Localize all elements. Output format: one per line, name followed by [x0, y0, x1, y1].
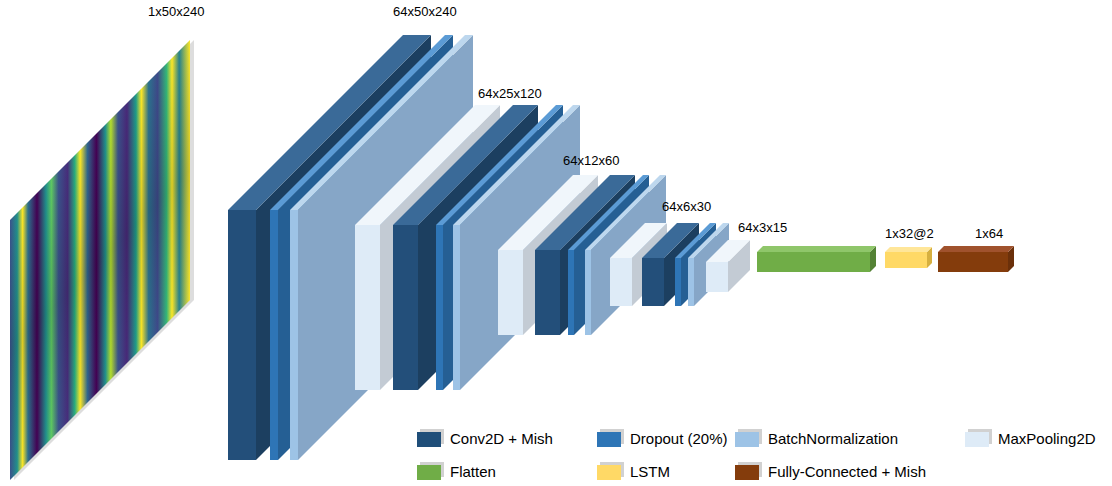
layer-front	[270, 210, 278, 460]
legend-text: BatchNormalization	[768, 430, 898, 448]
spectrogram-image	[10, 40, 190, 480]
legend-text: Conv2D + Mish	[450, 430, 553, 448]
layer-front	[642, 258, 664, 306]
legend-swatch	[965, 432, 989, 447]
legend-text: LSTM	[630, 463, 670, 481]
dimension-label: 64x50x240	[393, 4, 457, 19]
layer-front	[535, 250, 560, 335]
dimension-label: 64x3x15	[738, 220, 787, 235]
layer-front	[436, 225, 443, 390]
legend-swatch	[417, 432, 441, 447]
layer-front	[885, 252, 927, 268]
layer-front	[453, 225, 460, 390]
dimension-label: 1x64	[975, 226, 1003, 241]
layer-front	[393, 225, 418, 390]
dimension-label: 1x50x240	[148, 4, 204, 19]
legend-text: Flatten	[450, 463, 496, 481]
legend-swatch	[735, 465, 759, 480]
layer-front	[757, 252, 870, 272]
legend-swatch	[597, 432, 621, 447]
layer-front	[585, 250, 591, 335]
legend-text: MaxPooling2D	[998, 430, 1096, 448]
dimension-label: 64x12x60	[563, 153, 619, 168]
layer-front	[568, 250, 574, 335]
layer-front	[228, 210, 256, 460]
layer-front	[688, 258, 694, 306]
legend-text: Dropout (20%)	[630, 430, 728, 448]
legend-swatch	[735, 432, 759, 447]
dimension-label: 64x25x120	[478, 86, 542, 101]
layer-front	[938, 252, 1008, 272]
layer-front	[610, 258, 632, 306]
dimension-label: 1x32@2	[885, 226, 934, 241]
spectrogram-texture	[10, 40, 190, 480]
legend-text: Fully-Connected + Mish	[768, 463, 926, 481]
input-spectrogram	[10, 36, 194, 484]
layer-top	[706, 240, 750, 262]
legend-swatch	[597, 465, 621, 480]
layer-top	[757, 246, 876, 252]
dimension-label: 64x6x30	[662, 199, 711, 214]
layer-front	[290, 210, 298, 460]
layer-front	[498, 250, 523, 335]
layer-front	[706, 262, 728, 292]
layer-top	[885, 247, 932, 252]
layer-top	[938, 246, 1014, 252]
layer-front	[675, 258, 681, 306]
legend-swatch	[417, 465, 441, 480]
layer-front	[355, 225, 380, 390]
